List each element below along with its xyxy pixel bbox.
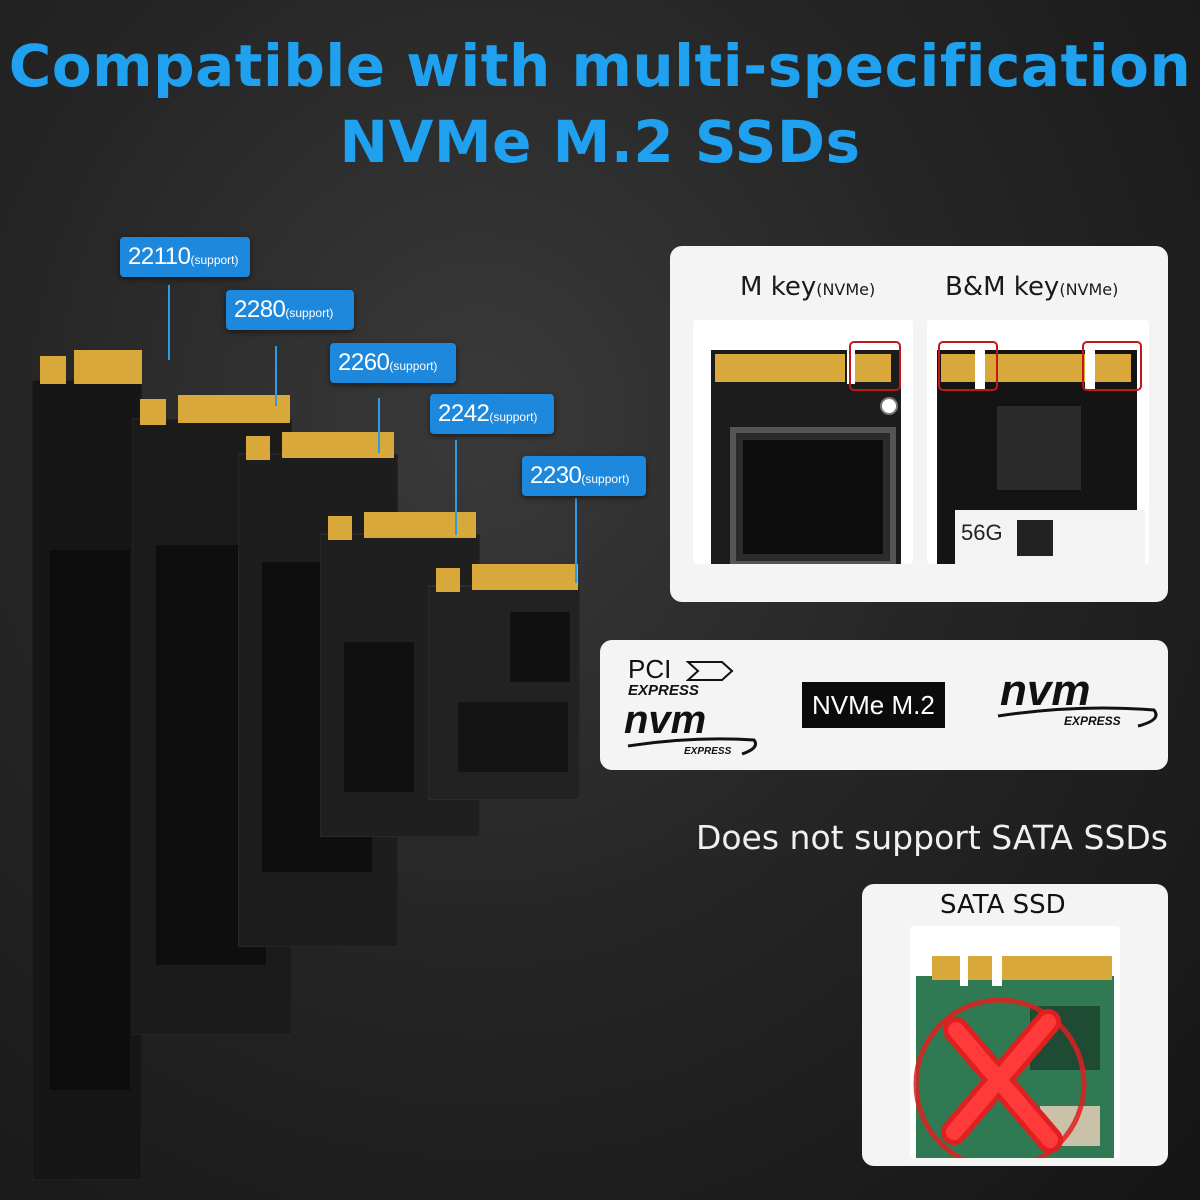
tag-22110: 22110(support) [120,237,250,277]
tag-2242: 2242(support) [430,394,554,434]
tag-2242-size: 2242 [438,400,490,427]
standards-logo-panel: PCI EXPRESS nvm EXPRESS NVMe M.2 nvm EXP… [600,640,1168,770]
headline: Compatible with multi-specification NVMe… [0,28,1200,180]
m-key-main: M key [740,272,817,302]
pci-logo-text: PCI [628,654,672,684]
leader-2280 [275,346,277,406]
leader-2230 [575,498,577,583]
tag-22110-support: (support) [190,253,239,267]
headline-line-2: NVMe M.2 SSDs [339,108,861,176]
m-key-ssd-photo [693,320,913,564]
sata-ssd-panel: SATA SSD [862,884,1168,1166]
tag-22110-size: 22110 [128,243,191,270]
nvm-large-swoosh-icon [997,706,1158,728]
nvm-small-express-text: EXPRESS [684,746,732,757]
tag-2230-size: 2230 [530,462,582,489]
pci-express-text: EXPRESS [628,682,699,699]
sata-not-supported-notice: Does not support SATA SSDs [695,818,1168,857]
nvm-small-swoosh-icon [627,737,757,756]
tag-2260: 2260(support) [330,343,456,383]
bm-chip-label: 56G [961,520,1003,545]
m-key-sub: (NVMe) [816,280,876,299]
tag-2230-support: (support) [581,472,630,486]
key-type-panel: M key(NVMe) B&M key(NVMe) [670,246,1168,602]
leader-22110 [168,285,170,360]
sata-ssd-title: SATA SSD [940,890,1066,920]
tag-2280: 2280(support) [226,290,354,330]
nvm-large-text: nvm [1000,666,1091,715]
pci-express-logo: PCI EXPRESS nvm EXPRESS [624,654,774,764]
nvm-express-logo: nvm EXPRESS [994,666,1164,746]
pci-chevron-icon [686,661,734,681]
bm-key-main: B&M key [945,272,1060,302]
headline-line-1: Compatible with multi-specification [8,32,1192,100]
tag-2280-size: 2280 [234,296,286,323]
leader-2260 [378,398,380,453]
bm-key-label: B&M key(NVMe) [945,272,1118,302]
sata-ssd-photo [910,926,1120,1158]
nvme-m2-badge: NVMe M.2 [802,682,945,728]
nvm-large-express-text: EXPRESS [1064,714,1121,728]
m-key-label: M key(NVMe) [740,272,875,302]
ssd-22110 [32,350,142,1180]
bm-key-ssd-photo: 56G [927,320,1149,564]
ssd-2230 [428,562,580,800]
tag-2260-size: 2260 [338,349,390,376]
tag-2230: 2230(support) [522,456,646,496]
tag-2280-support: (support) [285,306,334,320]
tag-2260-support: (support) [389,359,438,373]
tag-2242-support: (support) [489,410,538,424]
leader-2242 [455,440,457,535]
nvm-small-text: nvm [624,698,707,742]
bm-key-sub: (NVMe) [1059,280,1119,299]
